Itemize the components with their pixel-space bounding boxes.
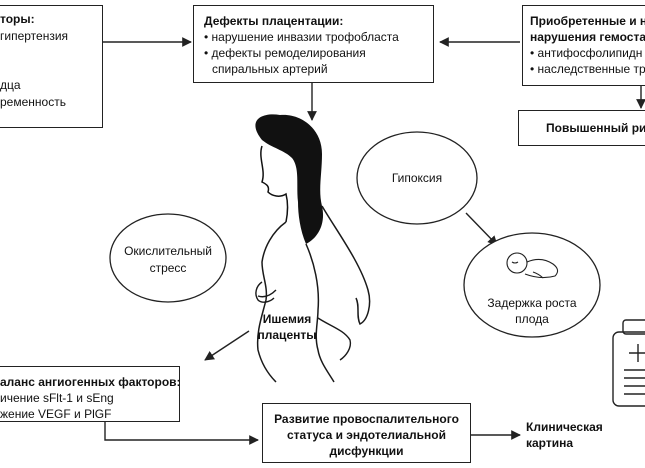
hemostasis-title-line-1: Приобретенные и на — [530, 14, 645, 28]
growth-restriction-label-1: Задержка роста — [487, 296, 577, 310]
placentation-item-2-text: дефекты ремоделирования — [211, 46, 366, 60]
risk-factors-box — [0, 5, 103, 128]
risk-factor-line-3: дца — [0, 78, 21, 92]
oxidative-stress-ellipse — [109, 213, 227, 303]
hemostasis-title-line-2: нарушения гемоста — [530, 30, 645, 44]
placentation-item-1-text: нарушение инвазии трофобласта — [211, 30, 399, 44]
hemostasis-box — [522, 5, 645, 86]
pregnant-woman-figure — [255, 114, 371, 383]
risk-factor-line-4: ременность — [0, 95, 66, 109]
sleeping-baby-icon — [506, 252, 559, 279]
hypoxia-ellipse — [356, 131, 478, 225]
placentation-item-1: • нарушение инвазии трофобласта — [204, 30, 399, 44]
placentation-defects-box — [193, 5, 434, 83]
arrow-ischemia-to-angio — [204, 330, 250, 361]
risk-factors-title: торы: — [0, 12, 35, 26]
increased-risk-box — [518, 110, 645, 146]
inflammatory-line-3: дисфункции — [329, 444, 404, 458]
medical-kit-icon — [612, 319, 645, 407]
growth-restriction-label-2: плода — [515, 312, 549, 326]
angiogenic-imbalance-title: аланс ангиогенных факторов: — [0, 375, 181, 389]
increased-risk-label: Повышенный рис — [546, 121, 645, 135]
ischemia-label-2: плаценты — [257, 328, 317, 342]
angiogenic-line-2: жение VEGF и PlGF — [0, 407, 112, 421]
oxidative-stress-label-2: стресс — [149, 261, 187, 275]
placentation-item-2: • дефекты ремоделирования — [204, 46, 366, 60]
hemostasis-item-1-text: антифосфолипидн — [537, 46, 643, 60]
inflammatory-status-box — [262, 403, 471, 463]
inflammatory-line-2: статуса и эндотелиальной — [286, 428, 447, 442]
hemostasis-item-2: • наследственные тр — [530, 62, 645, 76]
arrow-angio-to-inflam — [104, 420, 259, 445]
hypoxia-label: Гипоксия — [391, 171, 443, 185]
angiogenic-imbalance-box — [0, 366, 180, 422]
risk-factor-line-1: гипертензия — [0, 29, 69, 43]
angiogenic-line-1: ичение sFlt-1 и sEng — [0, 391, 114, 405]
hemostasis-item-2-text: наследственные тр — [537, 62, 645, 76]
inflammatory-line-1: Развитие провоспалительного — [274, 412, 459, 426]
clinical-picture-label-1: Клиническая — [526, 420, 603, 434]
arrow-hypoxia-to-growth — [465, 212, 498, 246]
placentation-item-3: спиральных артерий — [212, 62, 328, 76]
growth-restriction-ellipse — [463, 232, 601, 338]
ischemia-label-1: Ишемия — [262, 312, 312, 326]
oxidative-stress-label-1: Окислительный — [124, 244, 212, 258]
clinical-picture-label-2: картина — [526, 436, 574, 450]
hemostasis-item-1: • антифосфолипидн — [530, 46, 643, 60]
placentation-defects-title: Дефекты плацентации: — [204, 14, 344, 28]
